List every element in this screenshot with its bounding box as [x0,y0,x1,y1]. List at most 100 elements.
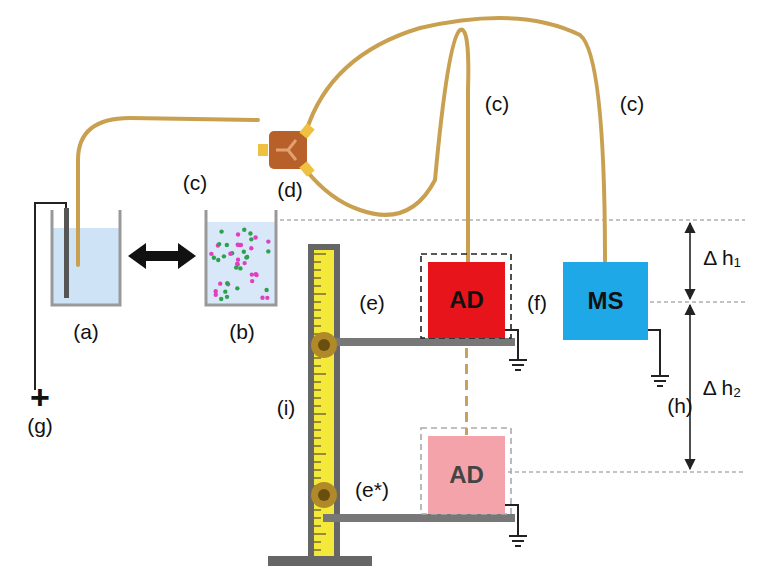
particle [242,250,246,254]
particle [223,289,227,293]
ruler-tick [314,390,321,391]
particle [242,228,246,232]
beaker-a [52,208,120,305]
callout-letter: (c) [183,171,208,194]
ruler-tick [314,534,326,535]
particle [245,255,249,259]
ruler-tick [314,550,321,551]
particle [222,254,226,258]
particle [254,273,258,277]
particle [260,296,264,300]
callout-letter: (f) [527,291,547,314]
particle [244,255,248,259]
ruler-tick [314,406,321,407]
ruler-tick [314,430,321,431]
ruler-tick [314,254,326,255]
ruler-tick [314,470,321,471]
tubing [78,18,605,265]
particle [242,261,246,265]
height-arrows [689,223,691,469]
particle [225,281,229,285]
reference-lines [280,220,745,472]
ruler-tick [314,310,321,311]
ruler-tick [314,398,321,399]
callout-letter: (c) [620,92,645,115]
particle [253,235,257,239]
callout-letter: (i) [277,396,296,419]
analyzer-box-lowered: AD [428,436,505,514]
ruler-tick [314,438,321,439]
ruler-tick [314,478,321,479]
ruler-tick [314,366,321,367]
particle [249,237,253,241]
callout-letter: (d) [277,178,303,201]
particle [209,252,213,256]
callout-letter: (a) [73,320,99,343]
particle [218,281,222,285]
ruler-tick [314,462,321,463]
particle [248,231,252,235]
particle [212,255,216,259]
ruler-tick [314,294,326,295]
ruler-tick [314,510,321,511]
particle [266,239,270,243]
ruler-tick [314,286,321,287]
callout-letter: (c) [485,92,510,115]
particle [238,266,242,270]
particle [235,286,239,290]
polarity-sign: + [30,379,50,416]
particle [254,272,258,276]
mass-spectrometer-box: MS [563,262,648,340]
callout-letter: (e) [359,291,385,314]
particle [217,242,221,246]
ruler-tick [314,382,321,383]
particle [219,229,223,233]
ruler-tick [314,542,321,543]
ruler-tick [314,318,321,319]
ruler-tick [314,454,326,455]
ruler-tick [314,358,321,359]
box-label: AD [449,286,484,314]
ruler-tick [314,422,321,423]
particle [228,252,232,256]
beaker-b [206,210,276,305]
particle [214,292,218,296]
ad-enclosure-faded [421,428,511,514]
exchange-arrow [128,243,196,269]
ruler-tick [314,374,326,375]
ruler-tick [314,326,321,327]
dimension-label: Δ h₁ [703,246,740,269]
ruler-tick [314,262,321,263]
ruler-tick [314,518,321,519]
ruler-tick [314,414,326,415]
callout-letter: (b) [229,320,255,343]
valve [258,123,315,177]
position-link [465,348,468,435]
ruler-tick [314,270,321,271]
ruler-tick [314,526,321,527]
callout-letter: (e*) [355,478,389,501]
ruler-tick [314,278,321,279]
box-label: AD [449,461,484,489]
callout-letter: (g) [27,414,53,437]
particle [236,257,240,261]
particle [250,279,254,283]
ad-enclosure [421,254,511,338]
stand [268,244,515,566]
ruler-tick [314,446,321,447]
dimension-label: Δ h₂ [703,376,742,399]
particle [236,232,240,236]
particle [265,296,269,300]
particle [216,258,220,262]
callout-letter: (h) [667,394,693,417]
particle [250,272,254,276]
particle [235,261,239,265]
ruler-tick [314,302,321,303]
ground-symbols [505,330,669,546]
particle [266,249,270,253]
particle [234,265,238,269]
particle [264,288,268,292]
electrode-wire [35,203,66,390]
particle [225,243,229,247]
